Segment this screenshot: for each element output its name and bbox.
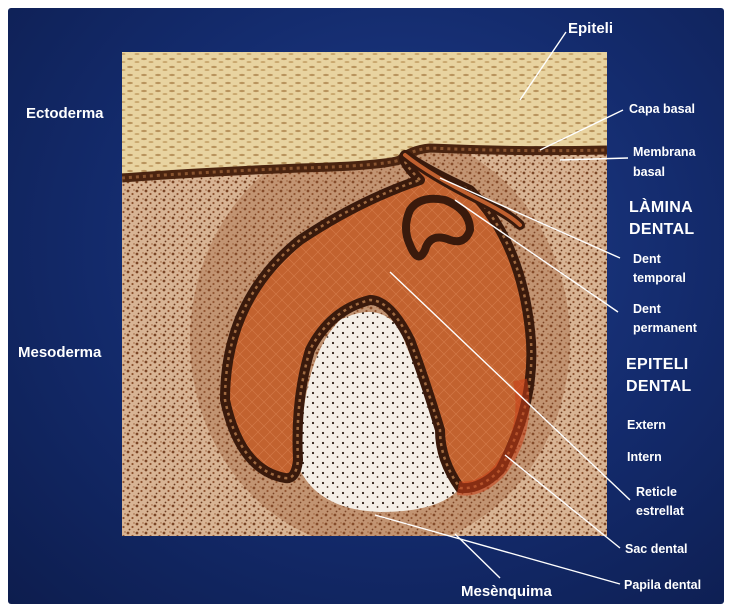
label-lamina-line2: DENTAL [629, 220, 695, 240]
label-dent-permanent-line2: permanent [633, 321, 697, 337]
label-dent-temporal: Dent temporal [633, 252, 686, 286]
label-intern: Intern [627, 450, 662, 466]
label-mesoderma: Mesoderma [18, 344, 101, 363]
label-dent-temporal-line1: Dent [633, 252, 686, 268]
label-lamina-dental: LÀMINA DENTAL [629, 198, 695, 240]
label-epiteli-dental-line2: DENTAL [626, 377, 692, 397]
label-membrana-basal: Membrana basal [633, 145, 696, 180]
label-papila-dental: Papila dental [624, 578, 701, 594]
label-dent-permanent-line1: Dent [633, 302, 697, 318]
leader-mesenquima [455, 534, 500, 578]
label-epiteli: Epiteli [568, 20, 613, 39]
label-epiteli-dental-line1: EPITELI [626, 355, 692, 375]
label-capa-basal: Capa basal [629, 102, 695, 118]
label-reticle-estrellat: Reticle estrellat [636, 485, 684, 519]
label-reticle-line1: Reticle [636, 485, 684, 501]
label-membrana-line2: basal [633, 165, 696, 181]
label-membrana-line1: Membrana [633, 145, 696, 161]
label-lamina-line1: LÀMINA [629, 198, 695, 218]
label-extern: Extern [627, 418, 666, 434]
label-sac-dental: Sac dental [625, 542, 688, 558]
label-mesenquima: Mesènquima [461, 583, 552, 602]
label-epiteli-dental: EPITELI DENTAL [626, 355, 692, 397]
label-dent-permanent: Dent permanent [633, 302, 697, 336]
label-ectoderma: Ectoderma [26, 105, 104, 124]
label-reticle-line2: estrellat [636, 504, 684, 520]
label-dent-temporal-line2: temporal [633, 271, 686, 287]
